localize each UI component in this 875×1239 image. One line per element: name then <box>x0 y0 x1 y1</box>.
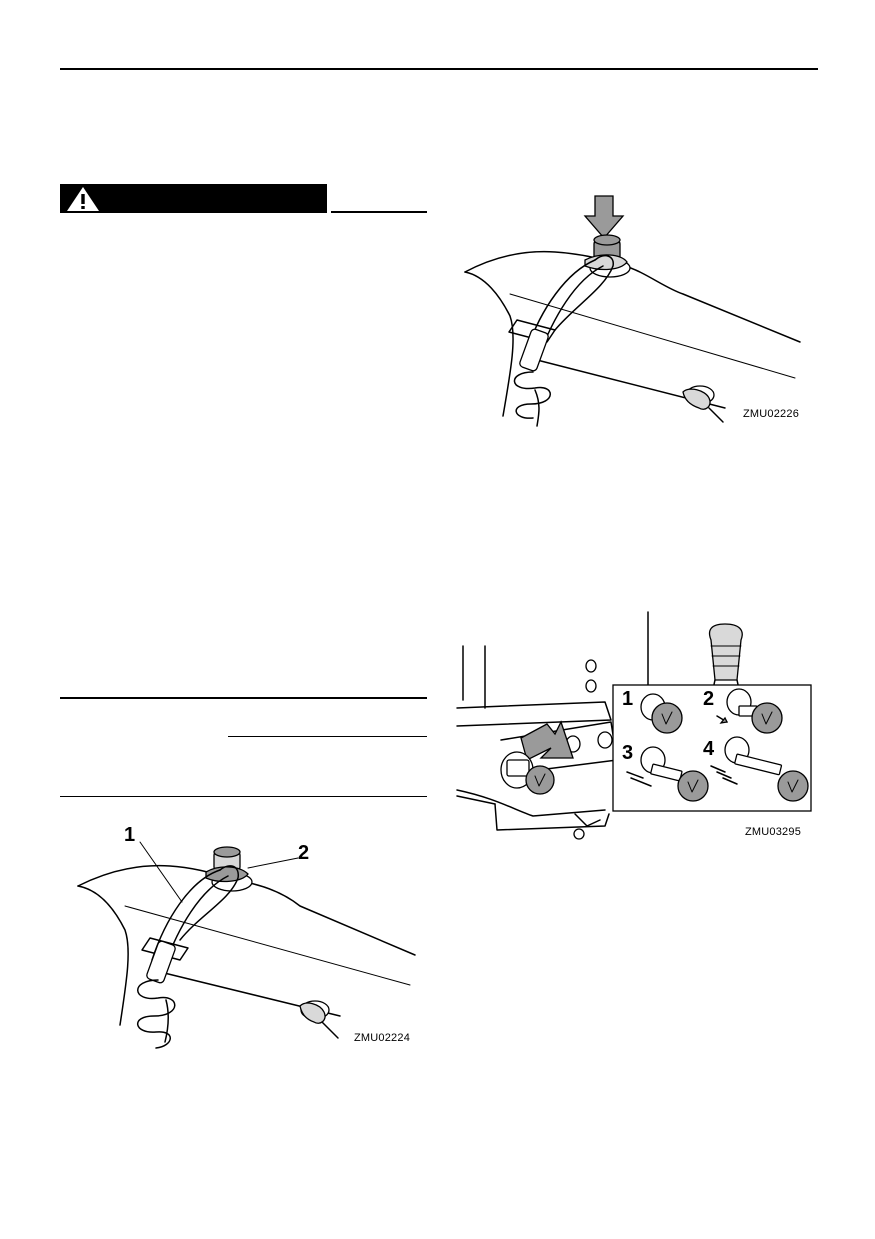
figure-caption: ZMU02226 <box>743 408 800 420</box>
warning-underline <box>331 211 427 213</box>
down-arrow-icon <box>583 195 625 239</box>
emergency-clip-illustration <box>456 611 812 840</box>
figure-zmu02224: 1 2 ZMU02224 <box>70 820 430 1050</box>
warning-banner <box>60 184 327 213</box>
inset-callout-1: 1 <box>622 688 634 710</box>
section-rule-top <box>60 697 427 699</box>
figure-zmu02226: ZMU02226 <box>455 190 815 430</box>
header-rule <box>60 68 818 70</box>
inset-callout-3: 3 <box>622 742 634 764</box>
callout-2: 2 <box>298 842 310 864</box>
figure-caption: ZMU02224 <box>354 1032 411 1044</box>
section-rule-bottom <box>60 796 427 797</box>
figure-caption: ZMU03295 <box>745 826 802 838</box>
engine-stop-lanyard-illustration <box>77 841 416 1049</box>
inset-callout-2: 2 <box>703 688 715 710</box>
figure-zmu03295: 1 2 3 4 ZMU03295 <box>455 610 815 850</box>
warning-triangle-icon <box>67 187 99 211</box>
callout-1: 1 <box>124 824 136 846</box>
engine-stop-switch-illustration <box>464 195 801 427</box>
subsection-rule <box>228 736 427 737</box>
inset-callout-4: 4 <box>703 738 715 760</box>
